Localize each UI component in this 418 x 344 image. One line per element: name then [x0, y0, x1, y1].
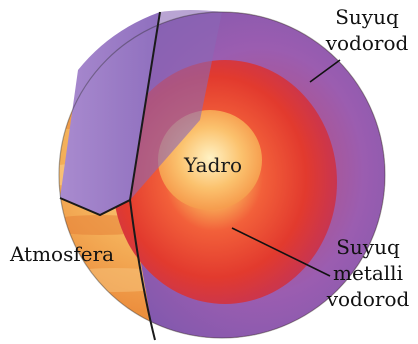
label-liquid-hydrogen-line1: Suyuq	[335, 5, 399, 29]
label-liquid-metallic-hydrogen-line3: vodorod	[326, 287, 410, 311]
label-atmosphere: Atmosfera	[9, 242, 114, 266]
label-liquid-metallic-hydrogen-line1: Suyuq	[336, 235, 400, 259]
label-liquid-metallic-hydrogen-line2: metalli	[333, 261, 403, 285]
label-core: Yadro	[183, 153, 242, 177]
label-liquid-hydrogen-line2: vodorod	[325, 31, 409, 55]
